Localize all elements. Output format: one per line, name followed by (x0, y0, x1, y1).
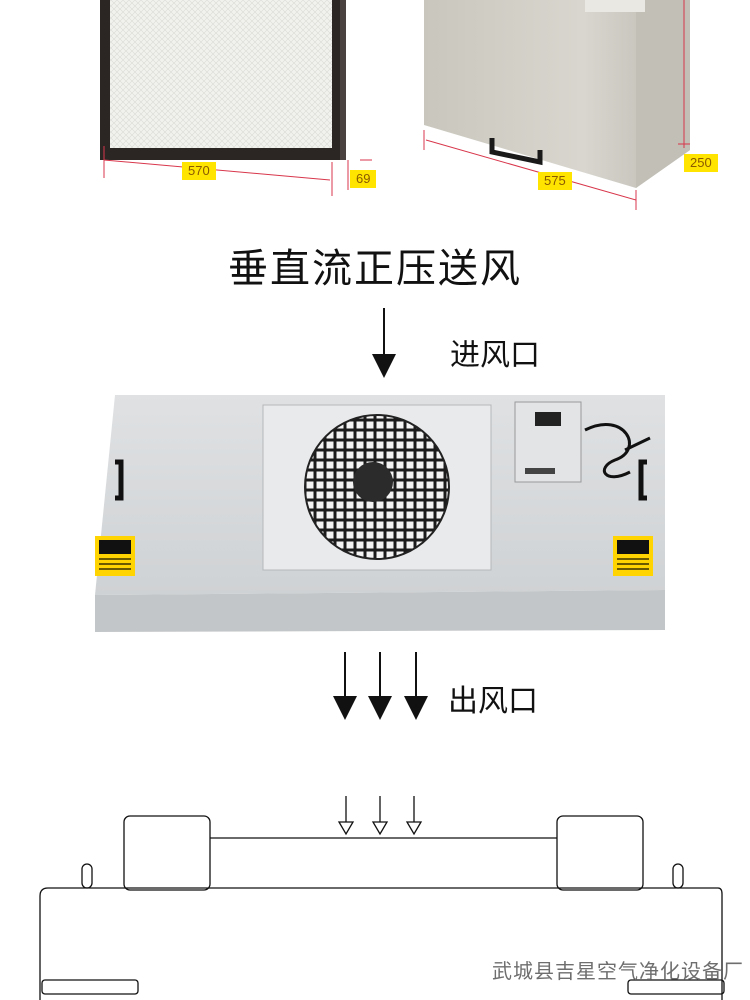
box-dimension-lines (423, 0, 690, 210)
hepa-filter-image (100, 0, 346, 160)
outlet-arrows (333, 652, 428, 720)
warning-label-icon (613, 536, 653, 576)
manufacturer-footer: 武城县吉星空气净化设备厂 (492, 959, 744, 983)
handle-icon (115, 459, 124, 501)
control-box-image (514, 401, 582, 483)
airflow-headline: 垂直流正压送风 (228, 246, 522, 292)
warning-label-icon (95, 536, 135, 576)
filter-width-tag: 570 (182, 162, 216, 180)
outlet-label: 出风口 (448, 684, 538, 719)
filter-depth-tag: 69 (350, 170, 377, 188)
handle-icon (638, 459, 647, 501)
unit-height-tag: 250 (684, 154, 718, 172)
ffu-unit-image (95, 395, 665, 632)
power-cable-icon (584, 423, 651, 479)
inlet-label: 进风口 (450, 338, 540, 373)
down-arrow-icon (405, 796, 423, 836)
ffu-box-image (424, 0, 690, 188)
ffu-line-drawing (39, 796, 725, 1000)
down-arrow-icon (404, 652, 428, 720)
down-arrow-icon (372, 308, 396, 378)
filter-dimension-lines (103, 146, 372, 196)
top-product-photos (100, 0, 690, 210)
down-arrow-icon (368, 652, 392, 720)
fan-grille-icon (304, 414, 450, 560)
down-arrow-icon (337, 796, 355, 836)
down-arrow-icon (333, 652, 357, 720)
unit-width-tag: 575 (538, 172, 572, 190)
down-arrow-icon (371, 796, 389, 836)
